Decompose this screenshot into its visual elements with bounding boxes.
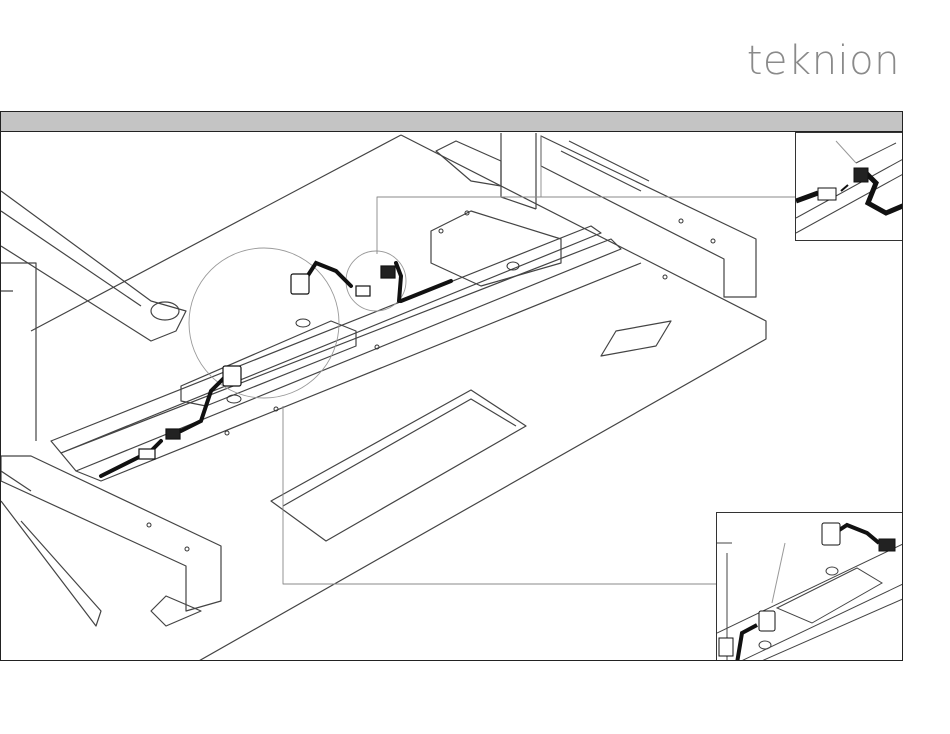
detail-inset-connector — [795, 132, 903, 241]
teknion-logo: teknion — [747, 38, 900, 84]
detail-inset-power — [716, 512, 903, 661]
connector-detail-drawing — [796, 133, 903, 241]
power-detail-drawing — [717, 513, 903, 661]
assembly-panel — [0, 111, 903, 661]
